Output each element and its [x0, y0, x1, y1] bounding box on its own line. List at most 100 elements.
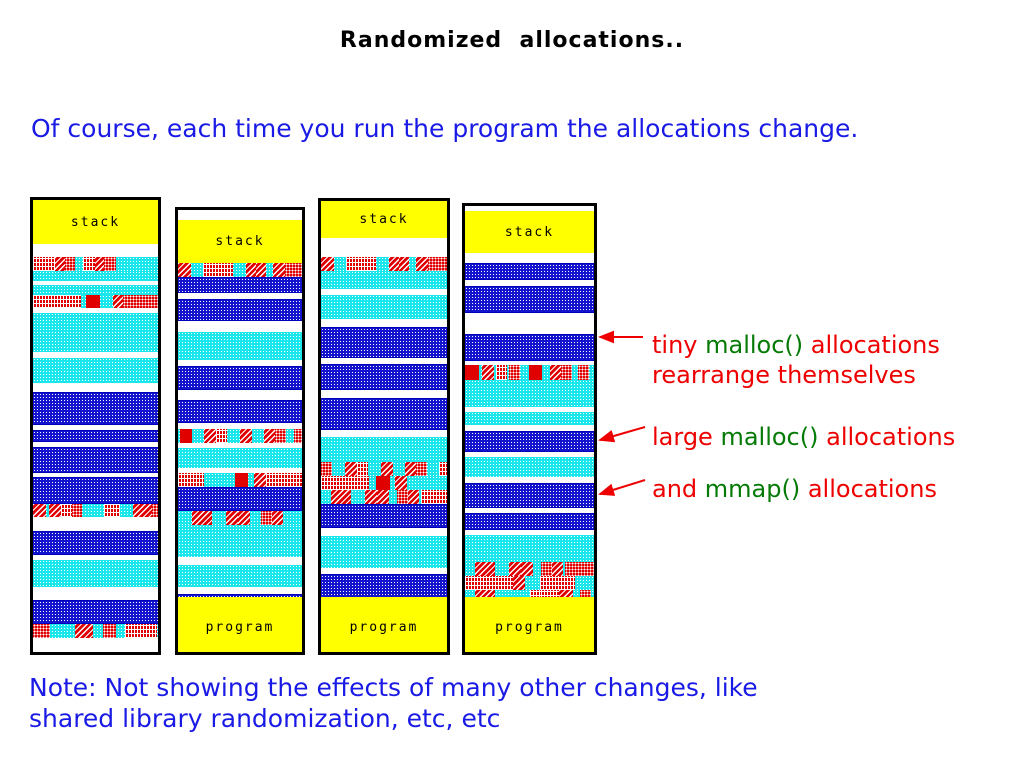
segment-cyan: [33, 285, 158, 295]
annotation-tiny-malloc: tiny malloc() allocations rearrange them…: [652, 330, 940, 390]
tiny-malloc-chunk: [216, 429, 227, 443]
tiny-malloc-chunk: [357, 462, 368, 476]
tiny-malloc-chunk: [203, 263, 215, 277]
tiny-malloc-chunk: [104, 257, 116, 271]
tiny-malloc-chunk: [540, 576, 575, 590]
segment-blue: [33, 531, 158, 555]
tiny-malloc-chunk: [86, 295, 100, 308]
tiny-malloc-chunk: [49, 504, 61, 517]
segment-cyan: [178, 525, 302, 557]
segment-cyan: [33, 358, 158, 383]
segment-cyan: [465, 457, 594, 477]
segment-cyan: [465, 576, 594, 590]
segment-program: program: [178, 597, 302, 652]
tiny-malloc-chunk: [238, 511, 250, 525]
segment-white: [33, 308, 158, 313]
tiny-malloc-chunk: [256, 263, 266, 277]
segment-cyan: [33, 313, 158, 352]
segment-cyan: [465, 412, 594, 425]
segment-white: [178, 557, 302, 565]
tiny-malloc-chunk: [95, 257, 104, 271]
segment-white: [465, 425, 594, 431]
footnote-text: Note: Not showing the effects of many ot…: [29, 673, 758, 733]
segment-cyan: [321, 462, 447, 476]
tiny-malloc-chunk: [439, 462, 447, 476]
segment-cyan: [321, 536, 447, 568]
segment-white: [33, 587, 158, 600]
tiny-malloc-chunk: [416, 257, 428, 271]
segment-white: [321, 289, 447, 295]
segment-stack: stack: [465, 211, 594, 253]
segment-cyan: [178, 429, 302, 443]
tiny-malloc-chunk: [55, 257, 65, 271]
annotation-mmap-fn: mmap(): [704, 475, 801, 503]
tiny-malloc-chunk: [496, 365, 507, 380]
tiny-malloc-chunk: [178, 263, 191, 277]
segment-white: [465, 361, 594, 365]
segment-cyan: [178, 448, 302, 468]
segment-blue: [465, 263, 594, 280]
segment-cyan: [321, 437, 447, 462]
segment-blue: [178, 299, 302, 321]
segment-cyan: [178, 332, 302, 360]
tiny-malloc-chunk: [272, 511, 283, 525]
tiny-malloc-chunk: [321, 257, 334, 271]
segment-white: [33, 425, 158, 430]
tiny-malloc-chunk: [254, 473, 266, 487]
segment-blue: [178, 400, 302, 423]
tiny-malloc-chunk: [266, 473, 302, 487]
segment-cyan: [33, 504, 158, 517]
tiny-malloc-chunk: [389, 257, 399, 271]
segment-white: [321, 319, 447, 327]
segment-label: stack: [504, 224, 555, 240]
annotation-large-suffix: allocations: [818, 423, 956, 451]
segment-white: [178, 360, 302, 366]
segment-blue: [178, 366, 302, 390]
segment-stack: stack: [321, 201, 447, 238]
segment-cyan: [178, 511, 302, 525]
tiny-malloc-chunk: [395, 476, 407, 490]
segment-program: program: [321, 597, 447, 652]
segment-cyan: [33, 560, 158, 587]
tiny-malloc-chunk: [204, 429, 216, 443]
segment-cyan: [465, 365, 594, 380]
segment-label: program: [205, 620, 275, 635]
intro-text: Of course, each time you run the program…: [31, 114, 859, 143]
segment-blue: [33, 447, 158, 473]
tiny-malloc-chunk: [103, 624, 116, 638]
segment-cyan: [321, 476, 447, 490]
tiny-malloc-chunk: [275, 429, 286, 443]
segment-white: [178, 587, 302, 594]
segment-white: [465, 407, 594, 412]
tiny-malloc-chunk: [104, 504, 120, 517]
memory-map-column-3: stack program: [318, 198, 450, 655]
annotation-mmap-prefix: and: [652, 475, 705, 503]
tiny-malloc-chunk: [465, 576, 513, 590]
tiny-malloc-chunk: [475, 562, 495, 576]
segment-white: [321, 528, 447, 536]
tiny-malloc-chunk: [428, 257, 447, 271]
tiny-malloc-chunk: [365, 490, 377, 504]
segment-blue: [465, 431, 594, 452]
tiny-malloc-chunk: [246, 263, 256, 277]
tiny-malloc-chunk: [226, 511, 238, 525]
segment-white: [33, 352, 158, 358]
segment-white: [33, 281, 158, 285]
tiny-malloc-chunk: [285, 263, 302, 277]
segment-blue: [465, 513, 594, 530]
annotation-large-malloc: large malloc() allocations: [652, 422, 955, 452]
tiny-malloc-chunk: [33, 504, 46, 517]
segment-white: [33, 555, 158, 560]
segment-cyan: [33, 257, 158, 271]
tiny-malloc-chunk: [529, 365, 542, 380]
annotation-tiny-fn: malloc(): [705, 331, 804, 359]
tiny-malloc-chunk: [405, 462, 416, 476]
segment-blue: [321, 504, 447, 528]
tiny-malloc-chunk: [377, 490, 389, 504]
segment-white: [321, 568, 447, 574]
tiny-malloc-chunk: [509, 365, 520, 380]
tiny-malloc-chunk: [240, 429, 252, 443]
tiny-malloc-chunk: [408, 490, 419, 504]
tiny-malloc-chunk: [561, 365, 572, 380]
